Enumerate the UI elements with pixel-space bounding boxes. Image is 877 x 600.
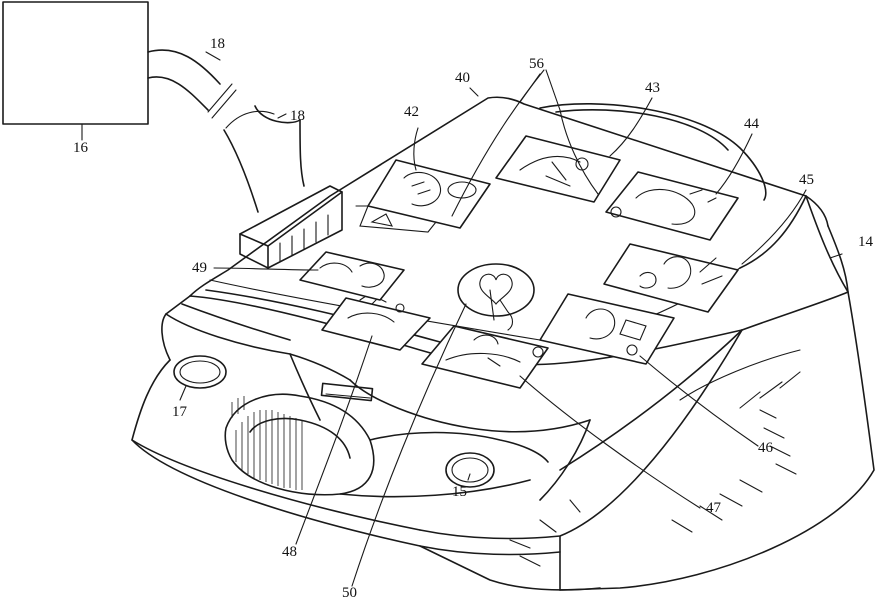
pictogram-49 — [300, 252, 404, 300]
label-15: 15 — [452, 484, 467, 500]
label-16: 16 — [73, 140, 89, 156]
label-18a: 18 — [210, 36, 225, 52]
pictogram-48 — [322, 296, 430, 350]
cable-18 — [148, 50, 304, 212]
button-15 — [446, 453, 494, 487]
label-40: 40 — [455, 70, 470, 86]
external-unit-box — [3, 2, 148, 124]
label-18b: 18 — [290, 108, 305, 124]
label-14: 14 — [858, 234, 874, 250]
pictogram-43 — [496, 136, 620, 202]
pictogram-46 — [540, 294, 674, 364]
pictogram-44 — [606, 172, 738, 240]
button-17 — [174, 356, 226, 388]
label-49: 49 — [192, 260, 207, 276]
pictogram-45 — [604, 244, 738, 312]
control-panel — [210, 136, 740, 388]
handle-cavity — [225, 394, 548, 496]
reference-labels: 18 18 16 40 56 43 42 44 45 14 49 17 15 4… — [73, 36, 874, 600]
label-50: 50 — [342, 585, 357, 600]
label-45: 45 — [799, 172, 814, 188]
label-56: 56 — [529, 56, 545, 72]
label-46: 46 — [758, 440, 774, 456]
label-44: 44 — [744, 116, 760, 132]
label-47: 47 — [706, 500, 722, 516]
label-48: 48 — [282, 544, 297, 560]
heart-button — [458, 264, 534, 330]
label-43: 43 — [645, 80, 660, 96]
label-42: 42 — [404, 104, 419, 120]
leader-lines — [82, 52, 842, 586]
label-17: 17 — [172, 404, 188, 420]
pictogram-42 — [356, 160, 490, 232]
